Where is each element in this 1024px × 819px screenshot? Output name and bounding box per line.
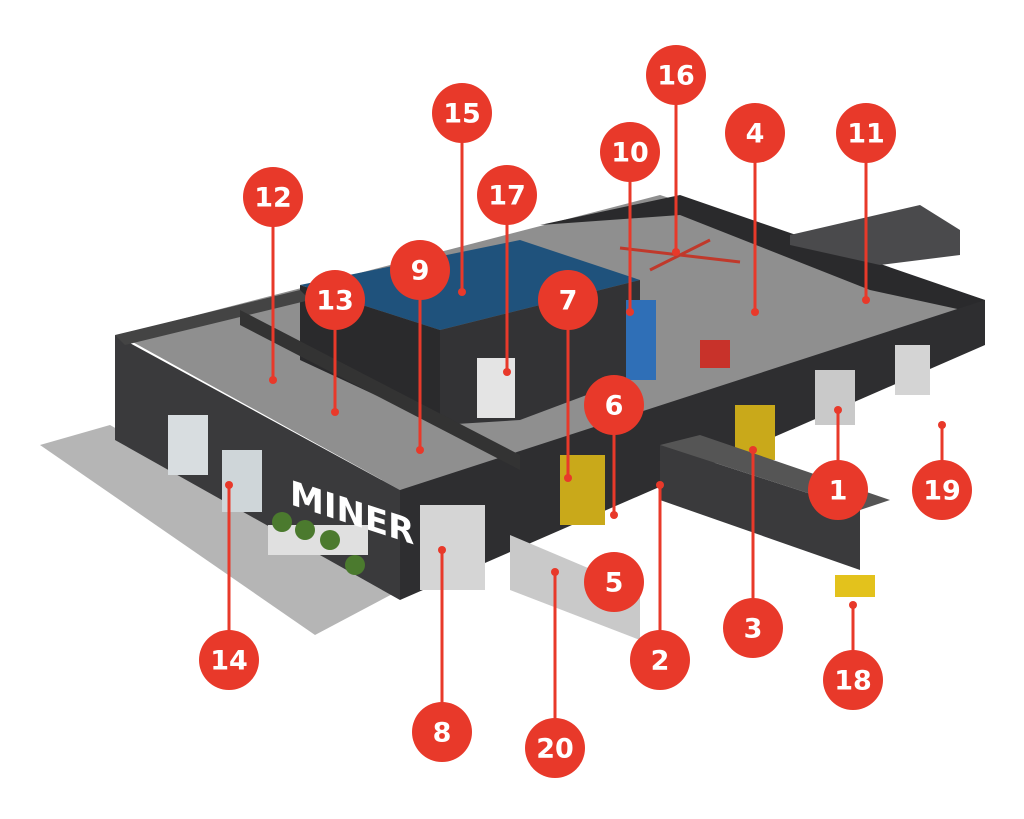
callout-anchor-dot [849,601,857,609]
callout-number: 2 [651,646,670,677]
callout-number: 3 [744,614,763,645]
callout-number: 7 [559,286,578,317]
callout-number: 4 [746,119,765,150]
cooler-roof [300,240,640,330]
callout-anchor-dot [656,481,664,489]
callout-anchor-dot [564,474,572,482]
callout-15[interactable]: 15 [432,83,492,296]
back-wall [540,195,985,315]
callout-number: 13 [316,286,354,317]
callout-number: 18 [834,666,872,697]
callout-anchor-dot [749,446,757,454]
callout-badge[interactable] [584,552,644,612]
callout-badge[interactable] [525,718,585,778]
callout-badge[interactable] [243,167,303,227]
callout-number: 1 [829,476,848,507]
callout-16[interactable]: 16 [646,45,706,256]
callout-badge[interactable] [477,165,537,225]
callout-number: 20 [536,734,574,765]
callout-badge[interactable] [199,630,259,690]
callout-anchor-dot [610,511,618,519]
callout-17[interactable]: 17 [477,165,537,376]
callout-number: 17 [488,181,526,212]
callout-badge[interactable] [808,460,868,520]
callout-number: 15 [443,99,481,130]
callout-10[interactable]: 10 [600,122,660,316]
callout-13[interactable]: 13 [305,270,365,416]
callout-anchor-dot [269,376,277,384]
callout-badge[interactable] [305,270,365,330]
high-speed-door [510,535,640,640]
callout-anchor-dot [416,446,424,454]
window [168,415,208,475]
dock-door [815,370,855,425]
callout-badge[interactable] [725,103,785,163]
callout-number: 11 [847,119,885,150]
forklift [700,340,730,368]
callout-14[interactable]: 14 [199,481,259,690]
left-top-wall [115,290,310,345]
callout-anchor-dot [551,568,559,576]
callout-20[interactable]: 20 [525,568,585,778]
callout-9[interactable]: 9 [390,240,450,454]
callout-badge[interactable] [646,45,706,105]
callout-number: 5 [605,568,624,599]
callout-anchor-dot [751,308,759,316]
callout-4[interactable]: 4 [725,103,785,316]
callout-anchor-dot [834,406,842,414]
shrubs [272,512,365,575]
callout-anchor-dot [438,546,446,554]
callout-anchor-dot [938,421,946,429]
callout-anchor-dot [626,308,634,316]
callout-number: 6 [605,391,624,422]
callout-number: 19 [923,476,961,507]
sidewalk [40,425,400,635]
vehicle-restraint [835,575,875,597]
callout-number: 10 [611,138,649,169]
callout-number: 14 [210,646,248,677]
callout-badge[interactable] [390,240,450,300]
callout-badge[interactable] [432,83,492,143]
callout-badge[interactable] [912,460,972,520]
callout-badge[interactable] [600,122,660,182]
callout-badge[interactable] [538,270,598,330]
callout-badge[interactable] [630,630,690,690]
callout-anchor-dot [458,288,466,296]
callout-3[interactable]: 3 [723,446,783,658]
overhead-door [420,505,485,590]
callout-badge[interactable] [584,375,644,435]
callout-badge[interactable] [723,598,783,658]
dock-door [895,345,930,395]
callout-19[interactable]: 19 [912,421,972,520]
callout-anchor-dot [672,248,680,256]
callout-18[interactable]: 18 [823,601,883,710]
truck [790,205,960,265]
callout-badge[interactable] [836,103,896,163]
callout-7[interactable]: 7 [538,270,598,482]
cooler-door [477,358,515,418]
callout-badge[interactable] [412,702,472,762]
callout-number: 12 [254,183,292,214]
callout-anchor-dot [503,368,511,376]
callout-number: 8 [433,718,452,749]
callout-2[interactable]: 2 [630,481,690,690]
trailer [660,445,860,570]
callout-anchor-dot [225,481,233,489]
callout-12[interactable]: 12 [243,167,303,384]
callout-anchor-dot [331,408,339,416]
callout-number: 9 [411,256,430,287]
interior-wall [240,310,520,470]
callout-5[interactable]: 5 [584,552,644,612]
callout-1[interactable]: 1 [808,406,868,520]
callout-anchor-dot [862,296,870,304]
ceiling-fan [619,238,741,272]
callout-6[interactable]: 6 [584,375,644,519]
callout-8[interactable]: 8 [412,546,472,762]
callout-11[interactable]: 11 [836,103,896,304]
callout-badge[interactable] [823,650,883,710]
callout-number: 16 [657,61,695,92]
